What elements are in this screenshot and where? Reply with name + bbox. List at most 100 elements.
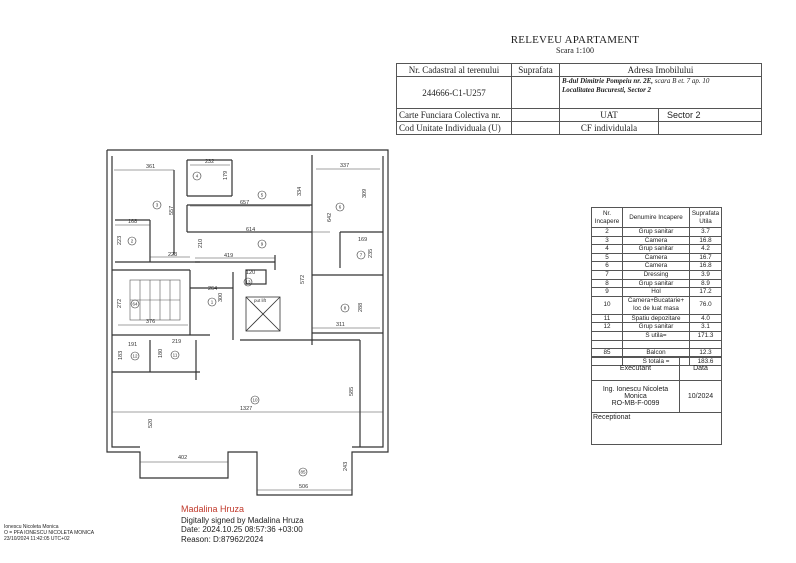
room-marker: [356, 250, 366, 260]
room-labels: 4 5 6 3 2 9 7 13 1 64 8 12 11 10 85: [127, 171, 366, 477]
dimension-label: 180: [158, 349, 164, 358]
dimension-label: 1327: [240, 406, 252, 412]
dimension-label: 223: [168, 252, 177, 258]
room-number: 11: [173, 353, 178, 358]
dimension-label: 191: [128, 342, 137, 348]
rooms-header-area: Suprafata Utila: [689, 207, 722, 228]
dimension-lines: [112, 164, 383, 491]
room-marker: [192, 171, 202, 181]
signature-left-name: Ionescu Nicoleta Monica: [4, 524, 59, 530]
room-number: 1: [211, 300, 214, 305]
dimension-label: 419: [224, 253, 233, 259]
signature-right-reason: Reason: D:87962/2024: [181, 534, 264, 544]
dimension-labels: 3612321793346573373096425571682232236142…: [117, 159, 374, 490]
room-number: 13: [245, 280, 251, 285]
cf-label: CF individulala: [559, 121, 659, 135]
dimension-label: 179: [223, 171, 229, 180]
room-number: 2: [131, 239, 134, 244]
signature-left-date: 23/10/2024 11:42:05 UTC+02: [4, 536, 70, 542]
room-number: 5: [261, 193, 264, 198]
room-marker: [335, 202, 345, 212]
room-number: 4: [196, 174, 199, 179]
dimension-label: 168: [128, 219, 137, 225]
room-area: 76.0: [689, 295, 722, 315]
signature-right: Madalina Hruza Digitally signed by Madal…: [181, 504, 304, 544]
dimension-label: 288: [358, 303, 364, 312]
dimension-label: 309: [362, 189, 368, 198]
dimension-label: 585: [349, 387, 355, 396]
dimension-label: 402: [178, 455, 187, 461]
address-apartment: scara B et. 7 ap. 10: [653, 77, 710, 85]
room-number: 10: [252, 398, 258, 403]
dimension-label: 264: [208, 286, 217, 292]
cf-value: [658, 121, 762, 135]
stairs: [129, 279, 181, 321]
dimension-label: 506: [299, 484, 308, 490]
room-number: 3: [156, 203, 159, 208]
room-marker: [207, 297, 217, 307]
dimension-label: 272: [117, 299, 123, 308]
room-number: 7: [360, 253, 363, 258]
room-marker: [152, 200, 162, 210]
signature-left: Ionescu Nicoleta Monica O = PFA IONESCU …: [4, 524, 94, 542]
room-marker: [257, 190, 267, 200]
signature-right-date: Date: 2024.10.25 08:57:36 +03:00: [181, 525, 303, 534]
dimension-label: 232: [205, 159, 214, 165]
dimension-label: 219: [172, 339, 181, 345]
dimension-label: 210: [198, 239, 204, 248]
dimension-label: 614: [246, 227, 255, 233]
dimension-label: 183: [118, 351, 124, 360]
address-locality: Localitatea Bucuresti, Sector 2: [562, 86, 652, 94]
receptionat-label: Receptionat: [591, 412, 722, 445]
dimension-label: 376: [146, 319, 155, 325]
room-nr: 10: [591, 295, 623, 315]
dimension-label: 642: [327, 213, 333, 222]
dimension-label: 120: [246, 270, 255, 276]
dimension-label: 557: [169, 206, 175, 215]
room-marker: [130, 299, 140, 309]
dimension-label: 520: [148, 419, 154, 428]
room-number: 9: [261, 242, 264, 247]
room-marker: [340, 303, 350, 313]
room-marker: [298, 467, 308, 477]
room-marker: [257, 239, 267, 249]
room-number: 64: [132, 302, 138, 307]
room-marker: [130, 351, 140, 361]
room-marker: [250, 395, 260, 405]
dimension-label: 361: [146, 164, 155, 170]
room-marker: [127, 236, 137, 246]
dimension-label: 223: [117, 236, 123, 245]
dimension-label: 337: [340, 163, 349, 169]
document-title: RELEVEU APARTAMENT: [510, 34, 640, 46]
room-marker: [170, 350, 180, 360]
room-number: 12: [132, 354, 138, 359]
dimension-label: 235: [368, 249, 374, 258]
room-marker: [243, 277, 253, 287]
room-number: 8: [344, 306, 347, 311]
dimension-label: 243: [343, 462, 349, 471]
dimension-label: 169: [358, 237, 367, 243]
info-table: Nr. Cadastral al terenului Suprafata Adr…: [396, 63, 762, 135]
room-number: 85: [300, 470, 306, 475]
room-name: Camera+Bucatarie+ loc de luat masa: [622, 295, 690, 315]
rooms-table: Nr. Incapere Denumire Incapere Suprafata…: [591, 207, 722, 367]
dimension-label: 311: [336, 322, 345, 328]
dimension-label: 300: [218, 293, 224, 302]
document-scale: Scara 1:100: [556, 46, 594, 55]
lift-shaft: [245, 296, 281, 332]
dimension-label: 334: [297, 187, 303, 196]
signature-right-name: Madalina Hruza: [181, 504, 245, 514]
dimension-label: 572: [300, 275, 306, 284]
address-street: B-dul Dimitrie Pompeiu nr. 2E,: [562, 77, 654, 85]
signature-right-signed: Digitally signed by Madalina Hruza: [181, 515, 304, 525]
dimension-label: 657: [240, 200, 249, 206]
lift-label: put lift: [254, 298, 267, 303]
signature-left-org: O = PFA IONESCU NICOLETA MONICA: [4, 530, 95, 536]
room-number: 6: [339, 205, 342, 210]
executant-label: Executant: [591, 356, 680, 381]
